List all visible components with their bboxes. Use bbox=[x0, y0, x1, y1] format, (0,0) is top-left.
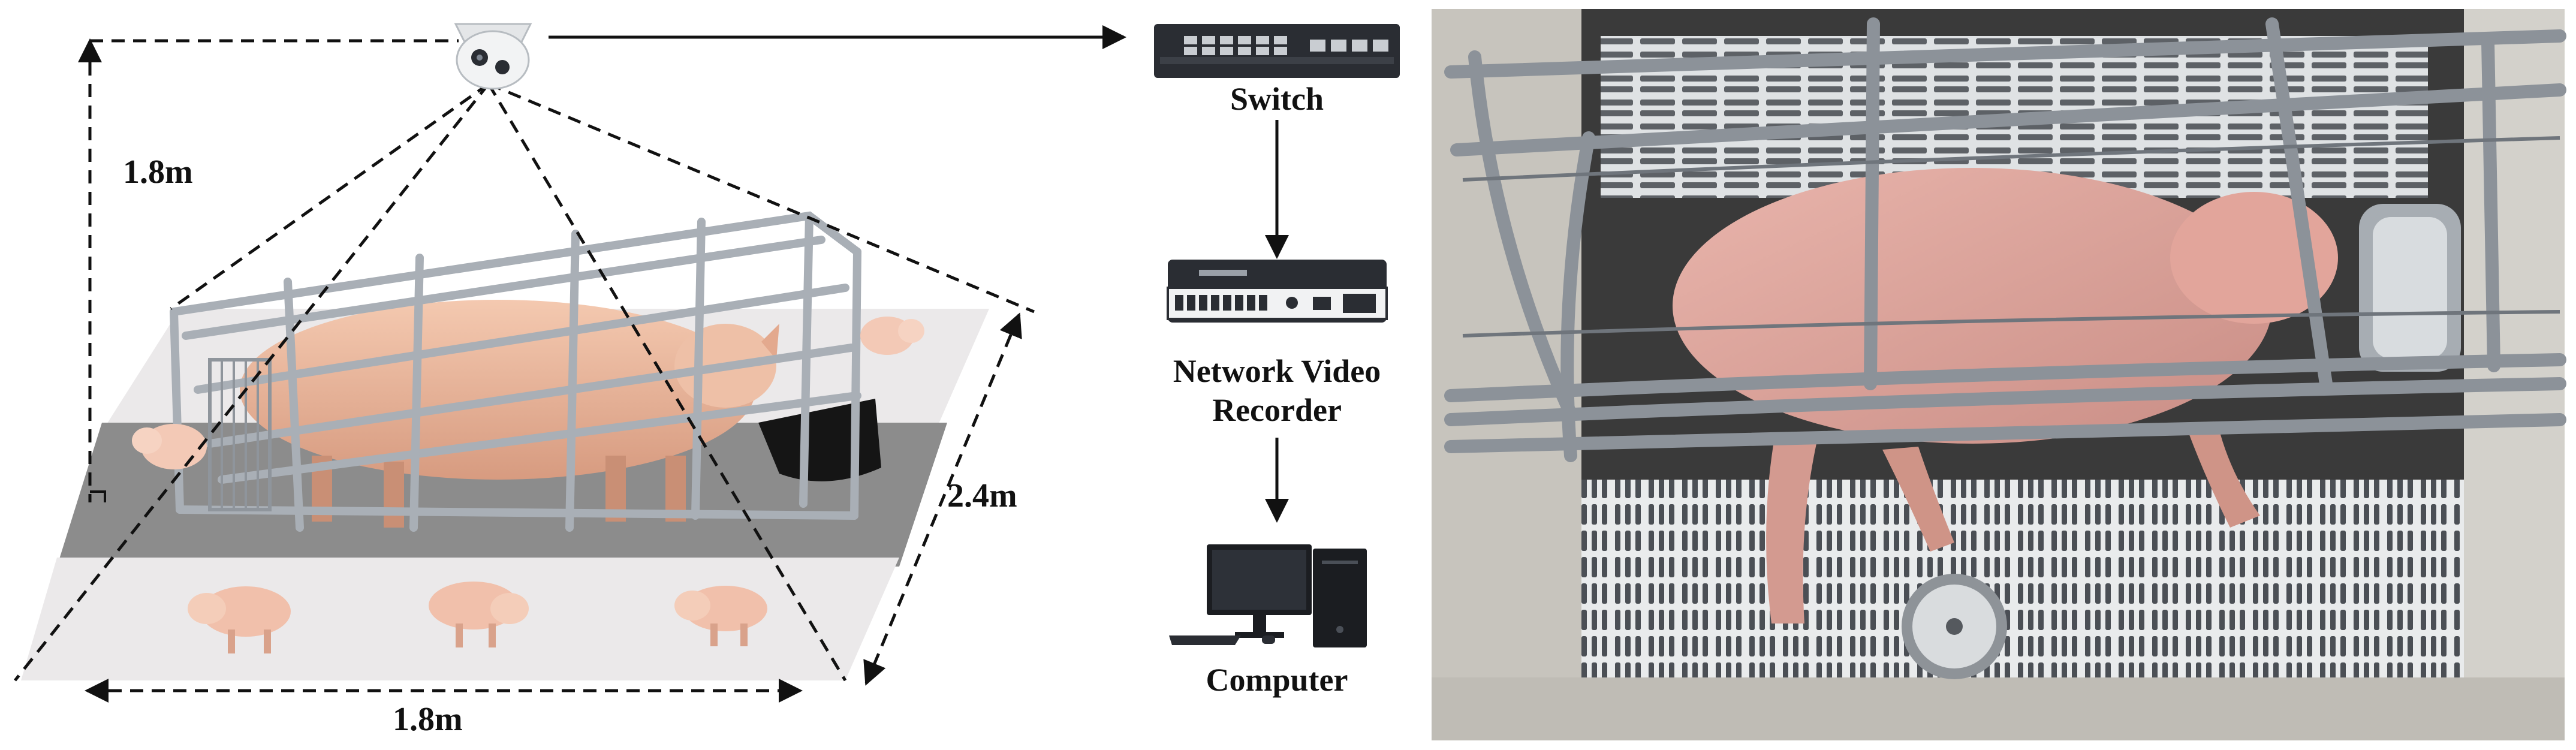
crate-scene: 1.8m 2.4m 1.8m bbox=[14, 23, 1035, 738]
nvr-icon bbox=[1167, 260, 1388, 323]
height-label: 1.8m bbox=[123, 153, 193, 191]
piglet bbox=[188, 586, 291, 653]
device-chain: Switch Network Video Recorder bbox=[1154, 24, 1400, 698]
height-dimension bbox=[78, 38, 459, 502]
dome-camera-icon bbox=[454, 23, 532, 90]
feeder-trough bbox=[2359, 204, 2461, 372]
computer-label: Computer bbox=[1206, 662, 1348, 698]
depth-dimension bbox=[863, 312, 1022, 686]
crate-frame bbox=[170, 211, 861, 532]
desktop-computer-icon bbox=[1169, 544, 1367, 647]
switch-label: Switch bbox=[1230, 81, 1324, 117]
feeder bbox=[758, 399, 881, 481]
floor-dark-panel bbox=[57, 423, 947, 567]
drinker bbox=[1902, 574, 2007, 679]
piglet bbox=[429, 582, 529, 647]
width-label: 1.8m bbox=[393, 701, 463, 738]
slatted-floor-lower bbox=[1565, 480, 2464, 677]
camera-view-lines bbox=[14, 82, 1035, 682]
nvr-label-line2: Recorder bbox=[1212, 392, 1342, 428]
nvr-label-line1: Network Video bbox=[1173, 353, 1381, 389]
crate-gate-mesh bbox=[208, 358, 272, 511]
piglet bbox=[674, 586, 767, 646]
crate-photo bbox=[1432, 9, 2566, 740]
depth-label: 2.4m bbox=[947, 477, 1017, 514]
network-switch-icon bbox=[1154, 24, 1400, 78]
